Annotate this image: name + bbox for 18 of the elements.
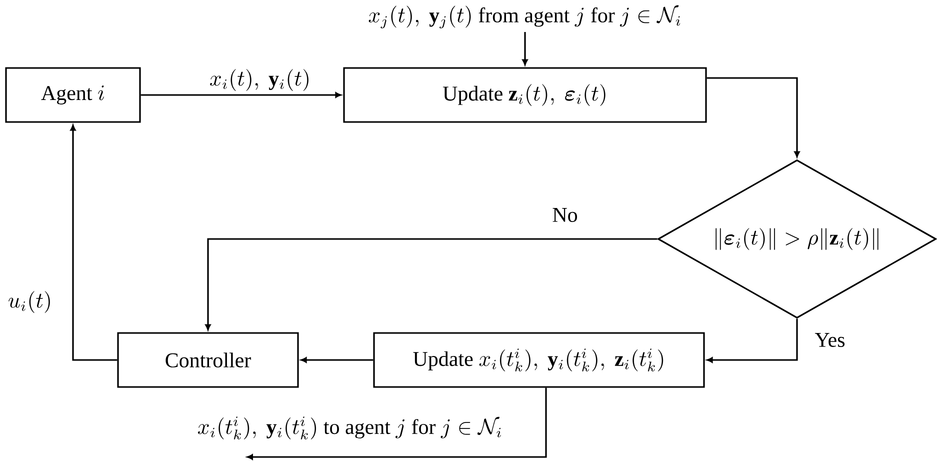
edge-label: $u_i(t)$: [8, 291, 50, 313]
arrow: [247, 388, 547, 460]
edge-label: $x_i(t),\ \mathbf{y}_i(t)$: [210, 69, 308, 91]
arrow: [70, 124, 118, 361]
edge-label: $x_i(t_k^i),\ \mathbf{y}_i(t_k^i) \text{ to agent } j \text{ for } j \in \mathcal{N}_i$: [198, 416, 501, 440]
process-box: $\text{Agent } i$: [5, 67, 141, 123]
edge-label: $\text{No}$: [552, 208, 578, 222]
process-box: $\text{Update } x_i(t_k^i),\ \mathbf{y}_i(t_k^i),\ \mathbf{z}_i(t_k^i)$: [373, 332, 705, 388]
process-box: $\text{Controller}$: [117, 332, 299, 388]
arrow: [522, 32, 528, 66]
process-box: $\text{Update } \mathbf{z}_i(t),\ \boldsymbol{\varepsilon}_i(t)$: [343, 67, 707, 123]
arrow: [706, 318, 798, 363]
edge-label: $x_j(t),\ \mathbf{y}_j(t) \text{ from agent } j \text{ for } j \in \mathcal{N}_i$: [368, 5, 680, 28]
arrow: [140, 92, 342, 98]
arrow: [205, 238, 658, 330]
edge-label: $\text{Yes}$: [814, 333, 845, 347]
arrow: [706, 77, 800, 158]
arrow: [300, 357, 374, 363]
